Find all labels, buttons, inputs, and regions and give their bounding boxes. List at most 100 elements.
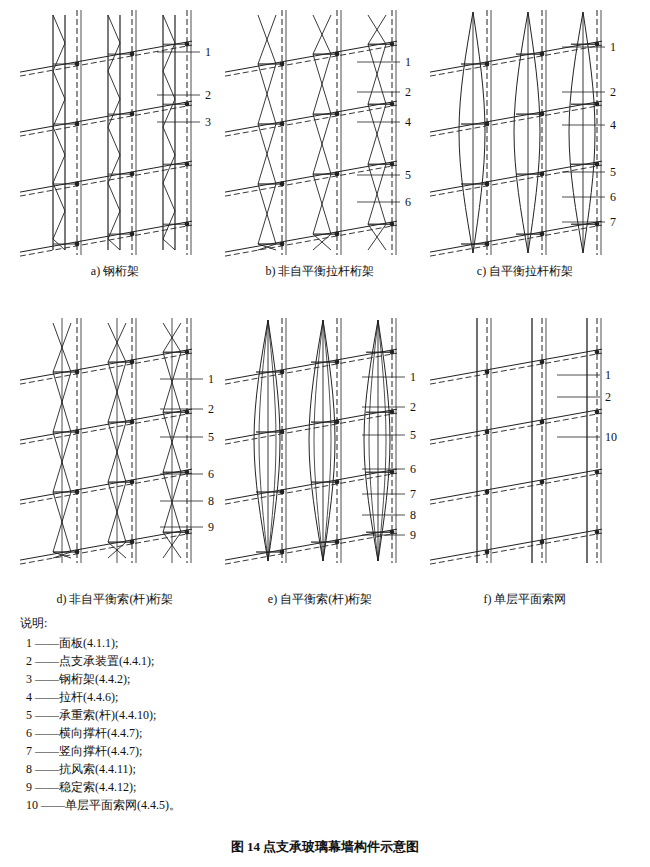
callout-number: 1 — [610, 40, 616, 54]
truss-chord — [107, 15, 108, 250]
callout-number: 2 — [410, 400, 416, 414]
tie-rod — [313, 54, 331, 114]
panel-joint — [20, 101, 192, 132]
truss-web — [108, 127, 120, 155]
panel-joint — [20, 529, 192, 560]
note-line: 5 ——承重索(杆)(4.4.10); — [26, 708, 156, 722]
leader-line — [362, 535, 405, 536]
point-support — [130, 420, 135, 425]
panel-joint — [430, 409, 602, 440]
truss-chord — [119, 15, 120, 250]
bearing-cable — [172, 318, 173, 563]
callout-number: 1 — [405, 55, 411, 69]
leader-line — [160, 527, 203, 528]
point-support — [540, 540, 545, 545]
truss-web — [53, 99, 65, 127]
tie-rod — [258, 184, 276, 244]
leader-line — [562, 197, 605, 198]
cable-net — [586, 318, 587, 563]
panel-joint — [225, 45, 397, 76]
panel-joint — [430, 533, 602, 564]
tie-rod — [258, 124, 276, 184]
panel-joint — [337, 10, 338, 255]
point-support — [280, 181, 285, 186]
point-support — [540, 480, 545, 485]
truss-web — [53, 155, 65, 183]
point-support — [390, 410, 395, 415]
note-line: 1 ——面板(4.1.1); — [26, 636, 118, 650]
point-support — [75, 549, 80, 554]
panel-joint — [20, 105, 192, 136]
truss-web — [53, 211, 65, 239]
panel-joint — [430, 105, 602, 136]
point-support — [335, 112, 340, 117]
callout-number: 2 — [405, 85, 411, 99]
panel-joint — [225, 161, 397, 192]
callout-number: 2 — [205, 88, 211, 102]
panel-joint — [430, 161, 602, 192]
tie-rod — [268, 320, 280, 561]
point-support — [130, 112, 135, 117]
panel-joint — [225, 469, 397, 500]
note-line: 6 ——横向撑杆(4.4.7); — [26, 726, 142, 740]
leader-line — [160, 501, 203, 502]
point-support — [75, 241, 80, 246]
panel-joint — [20, 349, 192, 380]
truss-web — [163, 155, 175, 183]
truss-web — [53, 15, 65, 43]
point-support — [595, 350, 600, 355]
point-support — [280, 121, 285, 126]
tie-rod — [473, 12, 485, 253]
panel-joint — [225, 41, 397, 72]
point-support — [280, 369, 285, 374]
point-support — [335, 420, 340, 425]
point-support — [335, 52, 340, 57]
callout-number: 3 — [205, 115, 211, 129]
leader-line — [557, 437, 600, 438]
leader-line — [362, 469, 405, 470]
leader-line — [160, 379, 203, 380]
panel-joint — [491, 10, 492, 255]
point-support — [335, 232, 340, 237]
panel-joint — [337, 318, 338, 563]
sub-caption: c) 自平衡拉杆桁架 — [477, 264, 573, 278]
leader-line — [357, 202, 400, 203]
panel-joint — [81, 318, 82, 563]
callout-number: 4 — [405, 115, 411, 129]
point-support — [75, 369, 80, 374]
note-line: 4 ——拉杆(4.4.6); — [26, 690, 118, 704]
point-support — [280, 429, 285, 434]
tie-rod — [313, 234, 331, 250]
tie-rod — [313, 174, 331, 234]
panel-joint — [20, 225, 192, 256]
tie-rod — [528, 12, 540, 253]
truss-figure — [20, 10, 192, 256]
tie-rod — [368, 224, 386, 250]
tie-rod — [368, 164, 386, 224]
tie-rod — [313, 174, 331, 234]
tie-rod — [459, 12, 473, 253]
leader-line — [160, 474, 203, 475]
point-support — [130, 172, 135, 177]
callout-number: 6 — [610, 190, 616, 204]
point-support — [185, 42, 190, 47]
bearing-cable — [62, 318, 63, 563]
leader-line — [362, 407, 405, 408]
stability-cable — [259, 320, 268, 561]
tie-rod — [313, 15, 331, 54]
leader-line — [157, 122, 200, 123]
panel-joint — [282, 318, 283, 563]
panel-joint — [132, 10, 133, 255]
tie-rod — [368, 15, 386, 44]
point-support — [390, 530, 395, 535]
tie-rod — [258, 184, 276, 244]
leader-line — [157, 52, 200, 53]
callout-number: 9 — [208, 520, 214, 534]
panel-joint — [225, 105, 397, 136]
panel-joint — [430, 221, 602, 252]
panel-joint — [487, 318, 488, 563]
tie-rod — [368, 104, 386, 164]
panel-joint — [225, 529, 397, 560]
panel-joint — [286, 10, 287, 255]
point-support — [130, 480, 135, 485]
